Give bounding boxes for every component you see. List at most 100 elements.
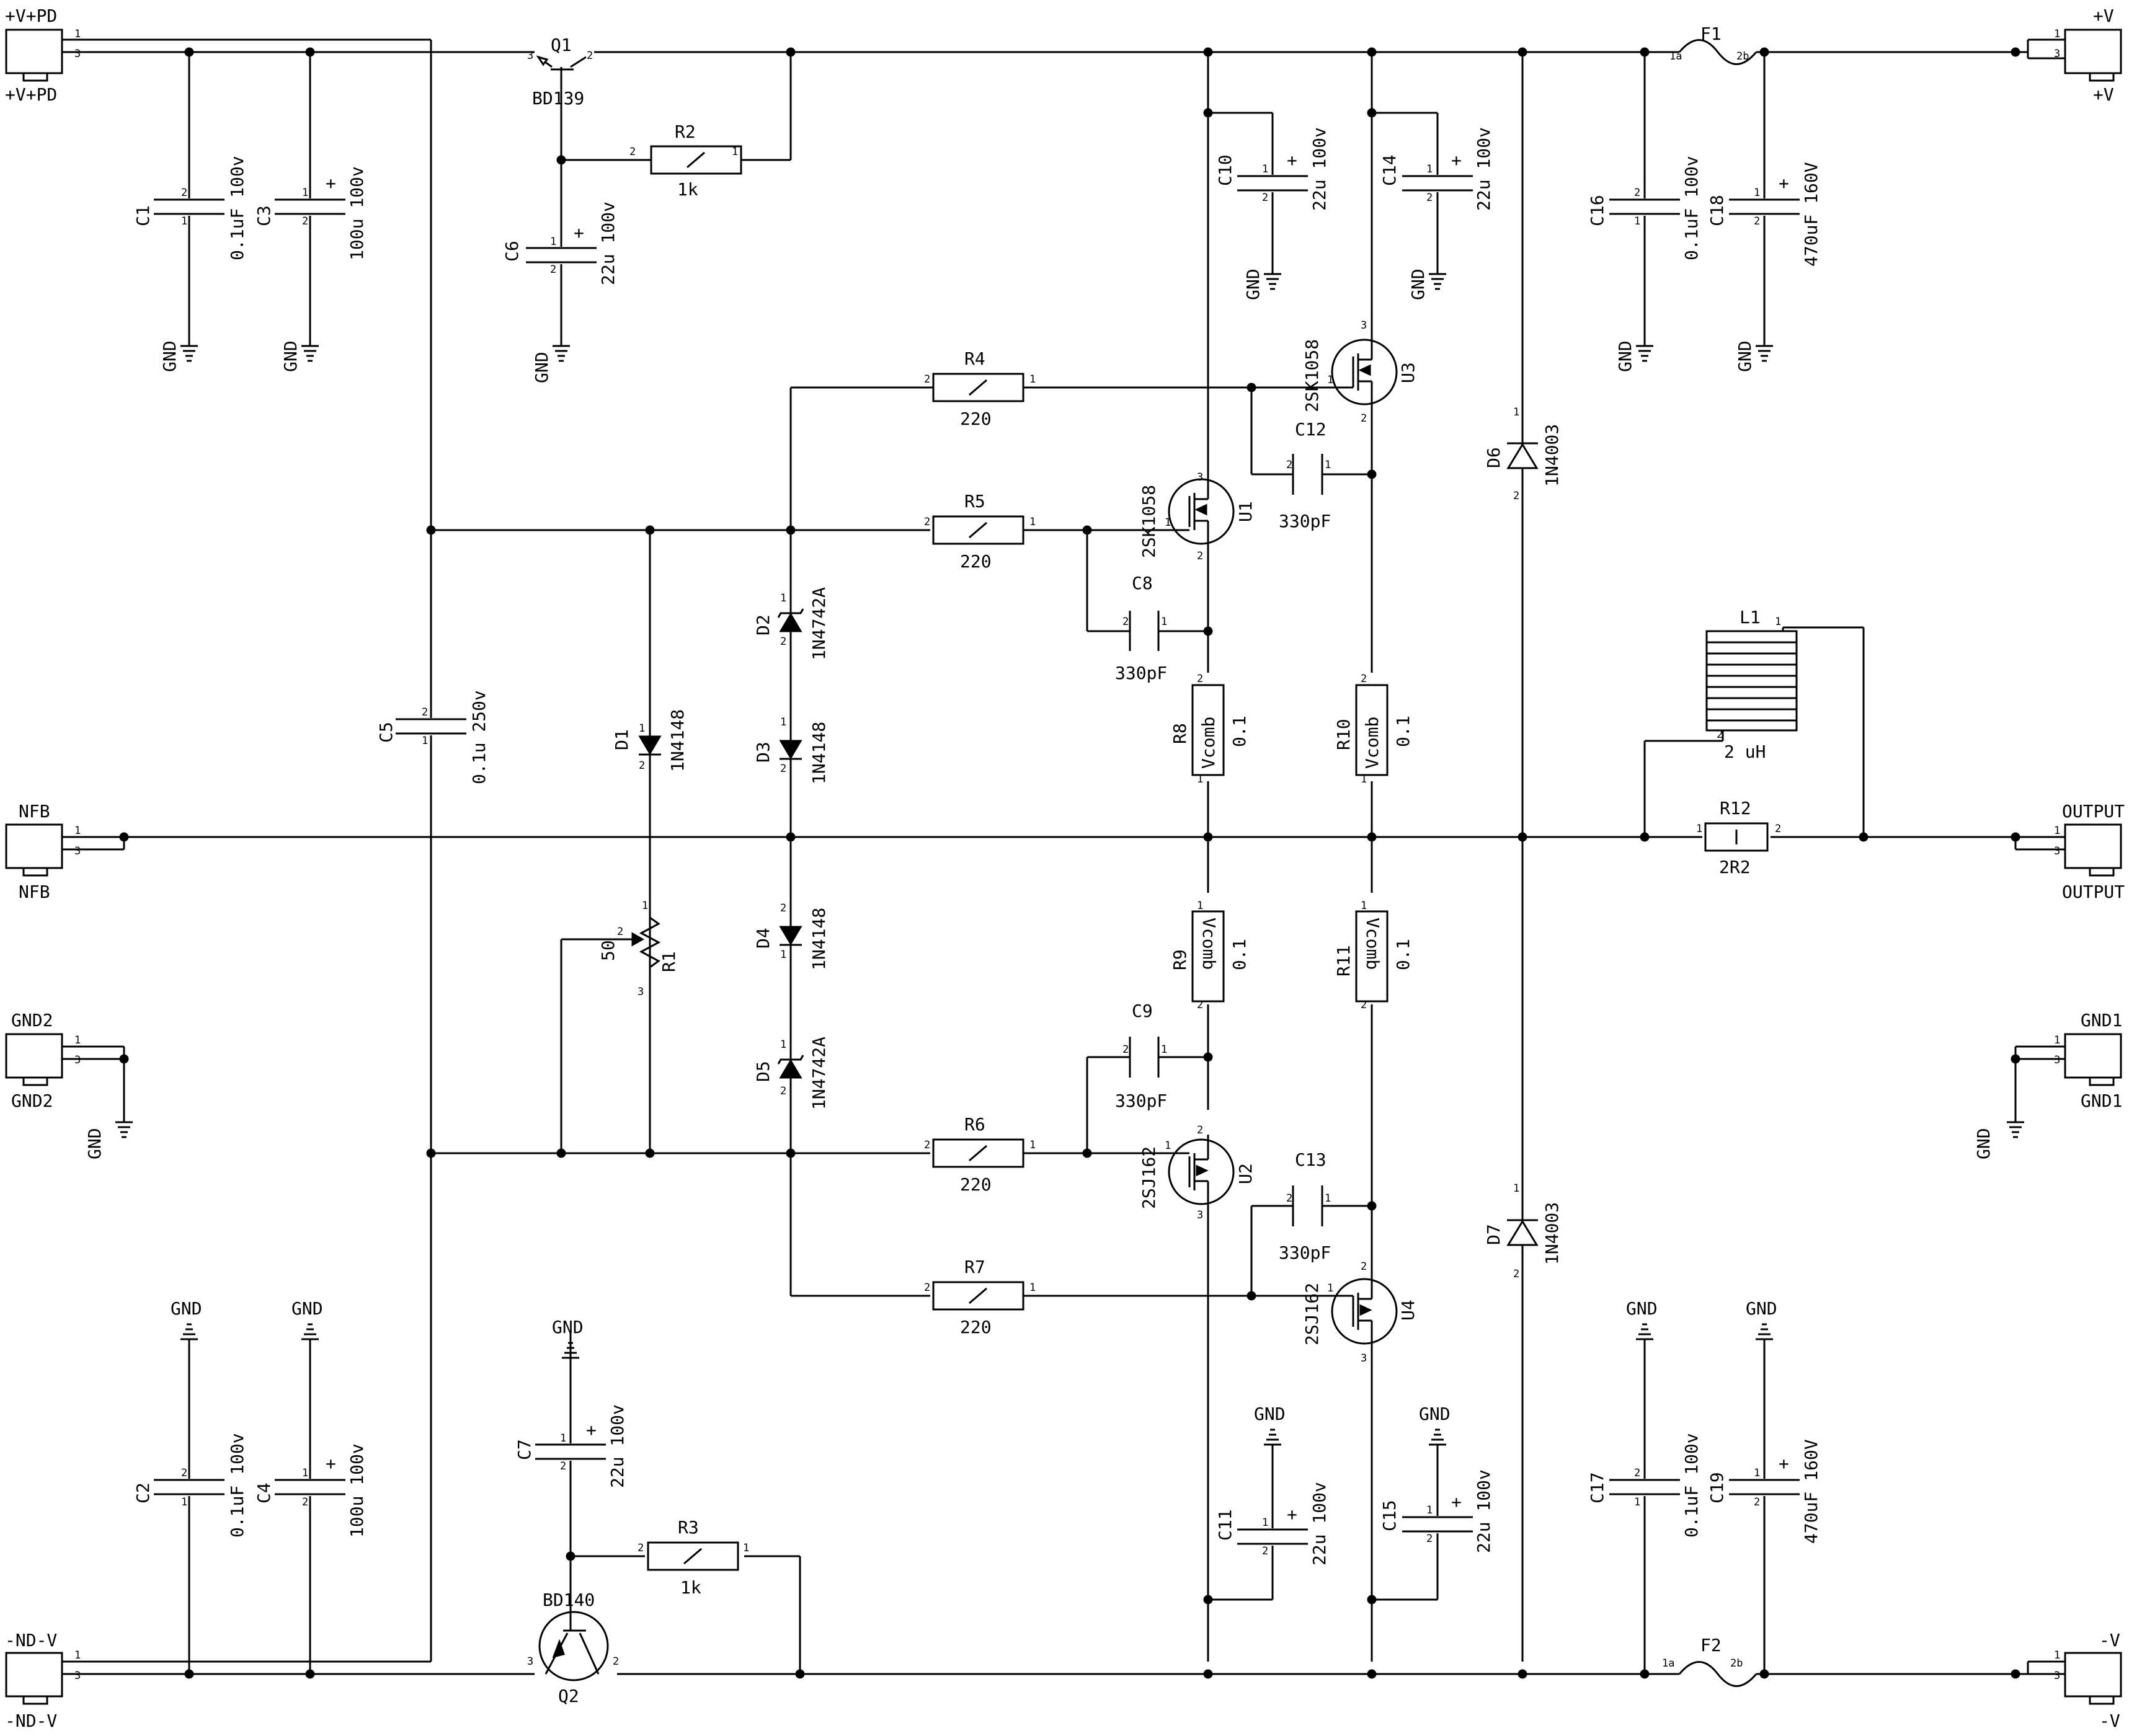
capacitor-c19[interactable]: + 12 C19 470uF 160V <box>1707 1439 1821 1544</box>
connector-plus-v-pd[interactable]: +V+PD +V+PD 13 <box>5 6 81 105</box>
r6-ref: R6 <box>964 1114 985 1135</box>
svg-text:1: 1 <box>74 1034 81 1047</box>
capacitor-c4[interactable]: + 12 C4 100u 100v <box>254 1443 367 1538</box>
capacitor-c6[interactable]: + 12 C6 22u 100v <box>502 202 618 285</box>
capacitor-c5[interactable]: 21 C5 0.1u 250v <box>376 690 489 784</box>
potentiometer-r1[interactable]: 123 R1 50 <box>598 900 679 998</box>
resistor-r11[interactable]: Vcomb 12 R11 0.1 <box>1333 900 1413 1011</box>
r10-body: Vcomb <box>1362 717 1382 769</box>
svg-text:2: 2 <box>780 902 786 914</box>
d4-ref: D4 <box>753 928 773 949</box>
svg-text:1: 1 <box>1262 1517 1268 1529</box>
resistor-r8[interactable]: Vcomb 21 R8 0.1 <box>1170 673 1250 786</box>
connector-gnd1[interactable]: GND1 GND1 13 <box>2054 1010 2122 1111</box>
svg-text:1: 1 <box>181 1496 187 1508</box>
fuse-f2[interactable]: 1a 2b F2 <box>1662 1635 1758 1687</box>
svg-text:2: 2 <box>924 1139 930 1151</box>
r12-value: 2R2 <box>1719 857 1751 877</box>
svg-text:1: 1 <box>1165 516 1171 529</box>
connector-label: -V <box>2099 1630 2120 1650</box>
d1-ref: D1 <box>611 729 632 750</box>
svg-text:3: 3 <box>527 1655 533 1668</box>
r1-value: 50 <box>598 940 618 961</box>
junction-dots <box>119 47 2020 1679</box>
connector-minus-v[interactable]: -V -V 13 <box>2054 1630 2122 1731</box>
capacitor-c15[interactable]: + 12 C15 22u 100v <box>1379 1469 1494 1553</box>
f1-pin-a: 1a <box>1669 50 1682 63</box>
c4-value: 100u 100v <box>347 1443 367 1538</box>
connector-gnd2[interactable]: GND2 GND2 13 <box>5 1010 81 1111</box>
r9-ref: R9 <box>1170 949 1190 970</box>
c3-ref: C3 <box>254 205 274 226</box>
svg-text:1: 1 <box>1513 406 1519 418</box>
svg-text:1: 1 <box>302 1467 308 1479</box>
r2-ref: R2 <box>675 122 696 142</box>
svg-text:2: 2 <box>1361 673 1367 685</box>
connector-output[interactable]: OUTPUT OUTPUT 13 <box>2054 801 2125 902</box>
svg-text:1: 1 <box>1634 1496 1640 1508</box>
c16-value: 0.1uF 100v <box>1681 156 1702 260</box>
connector-label: -ND-V <box>5 1711 57 1731</box>
mosfet-u1[interactable]: 321 2SK1058 U1 <box>1139 471 1256 562</box>
c1-value: 0.1uF 100v <box>227 156 247 260</box>
capacitor-c14[interactable]: + 12 C14 22u 100v <box>1379 127 1494 211</box>
c13-value: 330pF <box>1279 1242 1331 1263</box>
capacitor-c10[interactable]: + 12 C10 22u 100v <box>1215 127 1330 211</box>
diode-d7[interactable]: 12 D7 1N4003 <box>1483 1182 1562 1280</box>
svg-text:1: 1 <box>181 215 187 228</box>
svg-text:1: 1 <box>550 236 556 248</box>
capacitor-c11[interactable]: + 12 C11 22u 100v <box>1215 1482 1330 1566</box>
diode-d4[interactable]: 21 D4 1N4148 <box>753 902 829 970</box>
capacitor-c16[interactable]: 21 C16 0.1uF 100v <box>1587 156 1702 260</box>
svg-text:3: 3 <box>74 845 81 857</box>
svg-text:1: 1 <box>2054 1034 2060 1047</box>
c8-ref: C8 <box>1132 573 1153 593</box>
r10-ref: R10 <box>1333 719 1354 750</box>
svg-text:1: 1 <box>1361 900 1367 912</box>
resistor-r9[interactable]: Vcomb 12 R9 0.1 <box>1170 900 1250 1011</box>
connector-label: +V <box>2093 6 2114 26</box>
zener-d2[interactable]: 12 D2 1N4742A <box>753 587 829 660</box>
connector-nfb[interactable]: NFB NFB 13 <box>5 801 81 902</box>
zener-d5[interactable]: 12 D5 1N4742A <box>753 1037 829 1110</box>
capacitor-c2[interactable]: 21 C2 0.1uF 100v <box>133 1433 247 1538</box>
r8-ref: R8 <box>1170 723 1190 744</box>
diode-d3[interactable]: 12 D3 1N4148 <box>753 716 829 784</box>
capacitor-c7[interactable]: + 12 C7 22u 100v <box>514 1404 628 1488</box>
mosfet-u4[interactable]: 231 2SJ162 U4 <box>1302 1260 1418 1365</box>
svg-text:2: 2 <box>422 706 428 719</box>
diode-d6[interactable]: 12 D6 1N4003 <box>1483 406 1562 502</box>
connector-nd-v[interactable]: -ND-V -ND-V 13 <box>5 1630 81 1731</box>
svg-text:2: 2 <box>780 636 786 648</box>
resistor-r10[interactable]: Vcomb 21 R10 0.1 <box>1333 673 1413 786</box>
capacitor-c18[interactable]: + 12 C18 470uF 160V <box>1707 162 1821 267</box>
c18-ref: C18 <box>1707 195 1727 226</box>
gnd-label: GND <box>171 1298 202 1319</box>
inductor-l1[interactable]: 12 L1 2 uH <box>1705 607 1798 762</box>
capacitor-c1[interactable]: 21 C1 0.1uF 100v <box>133 156 247 260</box>
svg-text:3: 3 <box>1197 471 1203 484</box>
connector-plus-v[interactable]: +V +V 13 <box>2054 6 2122 105</box>
connector-label: OUTPUT <box>2062 882 2125 902</box>
r8-body: Vcomb <box>1198 717 1219 769</box>
fuse-f1[interactable]: 1a 2b F1 <box>1669 24 1758 65</box>
diode-d1[interactable]: 12 D1 1N4148 <box>611 709 688 772</box>
mosfet-u3[interactable]: 321 2SK1058 U3 <box>1302 319 1418 425</box>
capacitor-c3[interactable]: + 12 C3 100u 100v <box>254 166 367 260</box>
svg-text:+: + <box>1451 150 1462 170</box>
mosfet-u2[interactable]: 231 2SJ162 U2 <box>1139 1124 1256 1221</box>
capacitor-c17[interactable]: 21 C17 0.1uF 100v <box>1587 1433 1702 1538</box>
